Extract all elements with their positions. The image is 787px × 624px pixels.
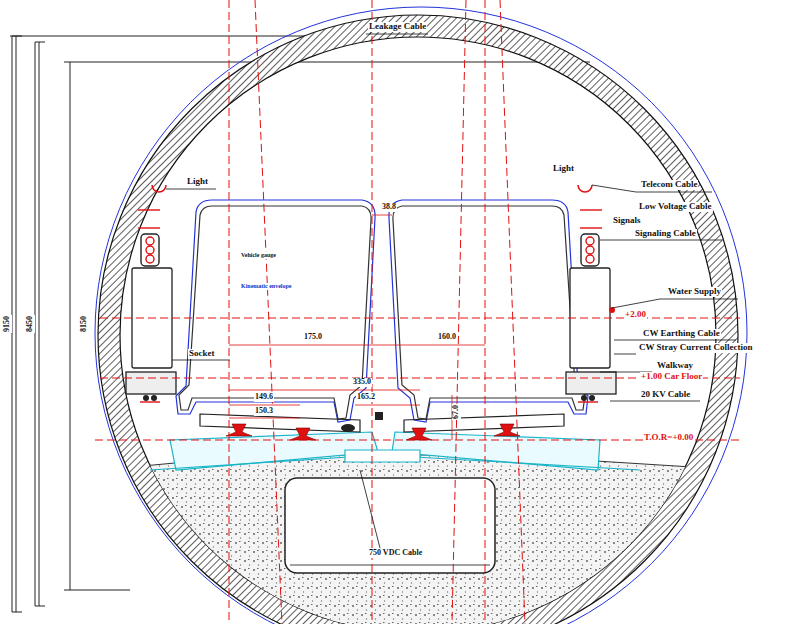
callout-label: Telecom Cable [640,180,698,190]
dimension-label: 160.0 [437,333,457,342]
callout-label: Walkway [656,361,694,371]
track-slab [150,432,640,470]
dimension-label: 165.2 [356,393,376,402]
level-label: +1.00 Car Floor [640,372,703,382]
dimension-label: 150.3 [254,407,274,416]
dimension-label: 8450 [26,315,35,333]
dimension-label: 175.0 [303,333,323,342]
car-body [389,200,588,422]
dimension-label: 67.0 [452,404,461,420]
callout-label: Signaling Cable [634,229,697,239]
cable-tray [138,210,602,402]
callout-label: 20 KV Cable [640,390,691,400]
callout-label: Water Supply [667,287,722,297]
level-label: +2.00 [624,310,647,320]
dimension-label: 8150 [80,315,89,333]
dimension-label: 335.0 [352,378,372,387]
level-label: T.O.R=+0.00 [643,433,694,443]
invert-concrete [100,455,740,624]
callout-label: Low Voltage Cable [638,202,713,212]
outer-blue-line [95,7,747,624]
leader-line [166,18,738,548]
callout-label: Signals [612,216,642,226]
dimension-line [229,215,485,440]
car-body [176,200,375,422]
dimension-label: 38.8 [381,203,397,212]
callout-label: CW Stray Current Collection [638,343,753,353]
callout-label: Light [186,177,209,187]
callout-label: Socket [188,349,216,359]
dimension-label: 149.6 [254,393,274,402]
dimension-label: 9150 [3,315,12,333]
tunnel-lining [98,15,738,624]
dimension-label: Vehicle gauge [240,252,277,259]
dimension-label: Kinematic envelope [240,283,293,290]
signal-head [141,234,599,266]
callout-label: CW Earthing Cable [642,329,721,339]
walkway-cabinet [126,268,616,394]
reference-line [95,0,740,624]
third-rail [375,412,383,420]
dimension-label: 750 VDC Cable [368,549,423,558]
callout-label: Leakage Cable [368,22,427,32]
callout-label: Light [552,164,575,174]
rail-fastening [226,424,520,440]
cable-drum [341,424,355,432]
